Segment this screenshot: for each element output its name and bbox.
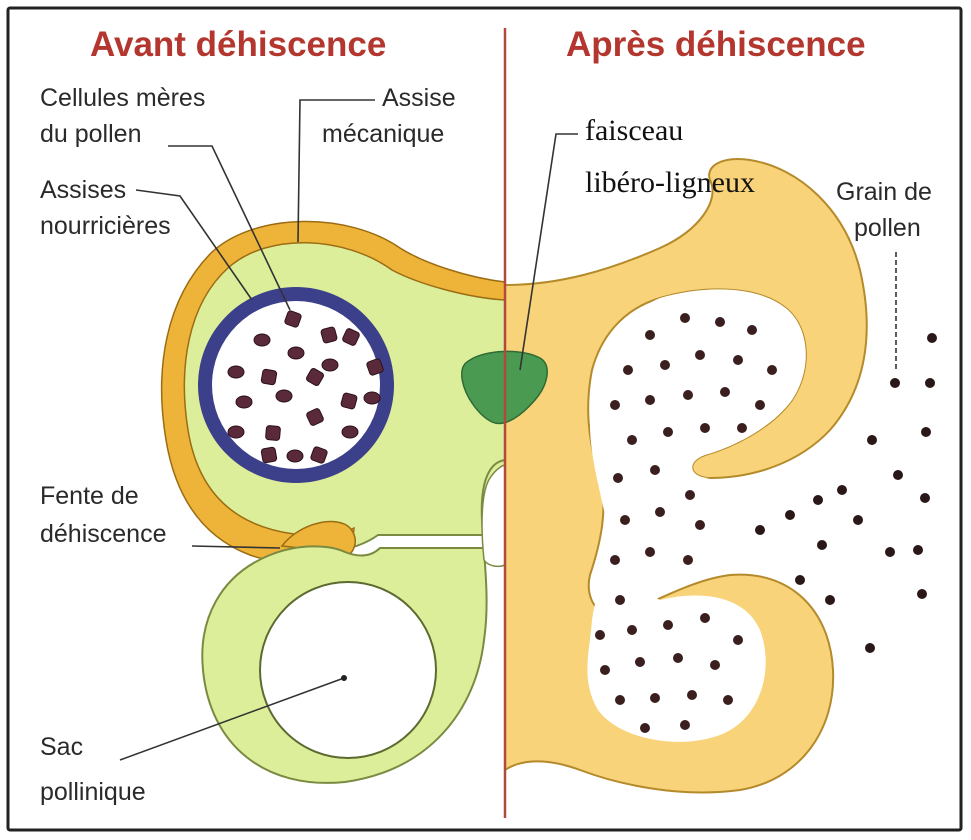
pollen-grain bbox=[710, 660, 720, 670]
mother-cell bbox=[287, 450, 303, 462]
pollen-grain bbox=[825, 595, 835, 605]
pollen-grain bbox=[645, 547, 655, 557]
pollen-grain bbox=[615, 695, 625, 705]
pollen-grain bbox=[921, 427, 931, 437]
pollen-grain bbox=[720, 387, 730, 397]
pollen-grain bbox=[660, 360, 670, 370]
pollen-grain bbox=[785, 510, 795, 520]
pollen-grain bbox=[683, 555, 693, 565]
pollen-grain bbox=[650, 693, 660, 703]
pollen-sac-pointer-dot bbox=[341, 675, 347, 681]
pollen-grain bbox=[767, 365, 777, 375]
pollen-grain bbox=[695, 350, 705, 360]
pollen-grain bbox=[695, 520, 705, 530]
pollen-grain bbox=[733, 635, 743, 645]
pollen-grain bbox=[663, 427, 673, 437]
mother-cell bbox=[340, 392, 357, 409]
pollen-grain bbox=[680, 720, 690, 730]
pollen-grain bbox=[885, 547, 895, 557]
pollen-grain bbox=[620, 515, 630, 525]
pollen-grain bbox=[687, 690, 697, 700]
pollen-grain bbox=[640, 723, 650, 733]
mother-cell bbox=[228, 426, 244, 438]
pollen-grain bbox=[813, 495, 823, 505]
anther-before-dehiscence bbox=[162, 221, 505, 782]
label-nourishing-layers-2: nourricières bbox=[40, 212, 171, 240]
pollen-grain bbox=[627, 625, 637, 635]
heading-before: Avant déhiscence bbox=[90, 25, 386, 64]
mother-cell bbox=[322, 359, 338, 371]
pollen-grain bbox=[917, 589, 927, 599]
mother-cell bbox=[265, 425, 280, 440]
pollen-grain bbox=[610, 400, 620, 410]
pollen-grain bbox=[700, 613, 710, 623]
mother-cell bbox=[261, 369, 277, 385]
label-dehiscence-slit-2: déhiscence bbox=[40, 520, 166, 548]
pollen-grain bbox=[890, 378, 900, 388]
pollen-grain bbox=[673, 653, 683, 663]
pollen-grain bbox=[645, 330, 655, 340]
empty-pollen-sac bbox=[260, 582, 436, 758]
pollen-grain bbox=[733, 355, 743, 365]
label-pollen-sac-2: pollinique bbox=[40, 778, 146, 806]
label-pollen-mother-cells-2: du pollen bbox=[40, 120, 141, 148]
pollen-grain bbox=[627, 435, 637, 445]
label-dehiscence-slit-1: Fente de bbox=[40, 482, 139, 510]
pollen-grain bbox=[837, 485, 847, 495]
pollen-grain bbox=[645, 395, 655, 405]
pollen-grain bbox=[755, 525, 765, 535]
pollen-grain bbox=[723, 695, 733, 705]
pollen-grain bbox=[920, 493, 930, 503]
pollen-grain bbox=[893, 470, 903, 480]
label-pollen-mother-cells-1: Cellules mères bbox=[40, 84, 205, 112]
pollen-grain bbox=[867, 435, 877, 445]
pollen-grain bbox=[747, 325, 757, 335]
pollen-grain bbox=[853, 515, 863, 525]
pollen-grain bbox=[680, 313, 690, 323]
pollen-grain bbox=[600, 665, 610, 675]
pollen-grain bbox=[613, 473, 623, 483]
pollen-grain bbox=[623, 365, 633, 375]
pollen-grain bbox=[865, 643, 875, 653]
label-pollen-sac-1: Sac bbox=[40, 733, 83, 761]
mother-cell bbox=[320, 326, 337, 343]
heading-after: Après déhiscence bbox=[566, 25, 866, 64]
mother-cell bbox=[261, 447, 277, 463]
mother-cell bbox=[342, 426, 358, 438]
pollen-grain bbox=[683, 390, 693, 400]
pollen-grain bbox=[685, 490, 695, 500]
pollen-grain bbox=[817, 540, 827, 550]
pollen-grain bbox=[650, 465, 660, 475]
pollen-grain bbox=[913, 545, 923, 555]
label-mechanical-layer-2: mécanique bbox=[322, 120, 444, 148]
pollen-grain bbox=[655, 507, 665, 517]
mother-cell bbox=[276, 390, 292, 402]
pollen-grain bbox=[755, 400, 765, 410]
pollen-grain bbox=[737, 423, 747, 433]
pollen-grain bbox=[927, 333, 937, 343]
mother-cell bbox=[364, 392, 380, 404]
mother-cell bbox=[236, 396, 252, 408]
label-pollen-grain-2: pollen bbox=[854, 214, 921, 242]
anther-after-dehiscence bbox=[505, 159, 937, 792]
pollen-grain bbox=[635, 657, 645, 667]
label-nourishing-layers-1: Assises bbox=[40, 176, 126, 204]
pollen-grain bbox=[795, 575, 805, 585]
pollen-grain bbox=[663, 620, 673, 630]
label-pollen-grain-1: Grain de bbox=[836, 178, 932, 206]
pollen-grain bbox=[610, 555, 620, 565]
mother-cell bbox=[288, 347, 304, 359]
pollen-grain bbox=[700, 423, 710, 433]
mother-cell bbox=[254, 334, 270, 346]
pollen-grain bbox=[715, 317, 725, 327]
label-vascular-bundle-2: libéro-ligneux bbox=[585, 166, 755, 199]
pollen-grain bbox=[595, 630, 605, 640]
pollen-grain bbox=[615, 595, 625, 605]
mother-cell bbox=[228, 366, 244, 378]
label-mechanical-layer-1: Assise bbox=[382, 84, 456, 112]
label-vascular-bundle-1: faisceau bbox=[585, 114, 683, 147]
pollen-grain bbox=[925, 378, 935, 388]
